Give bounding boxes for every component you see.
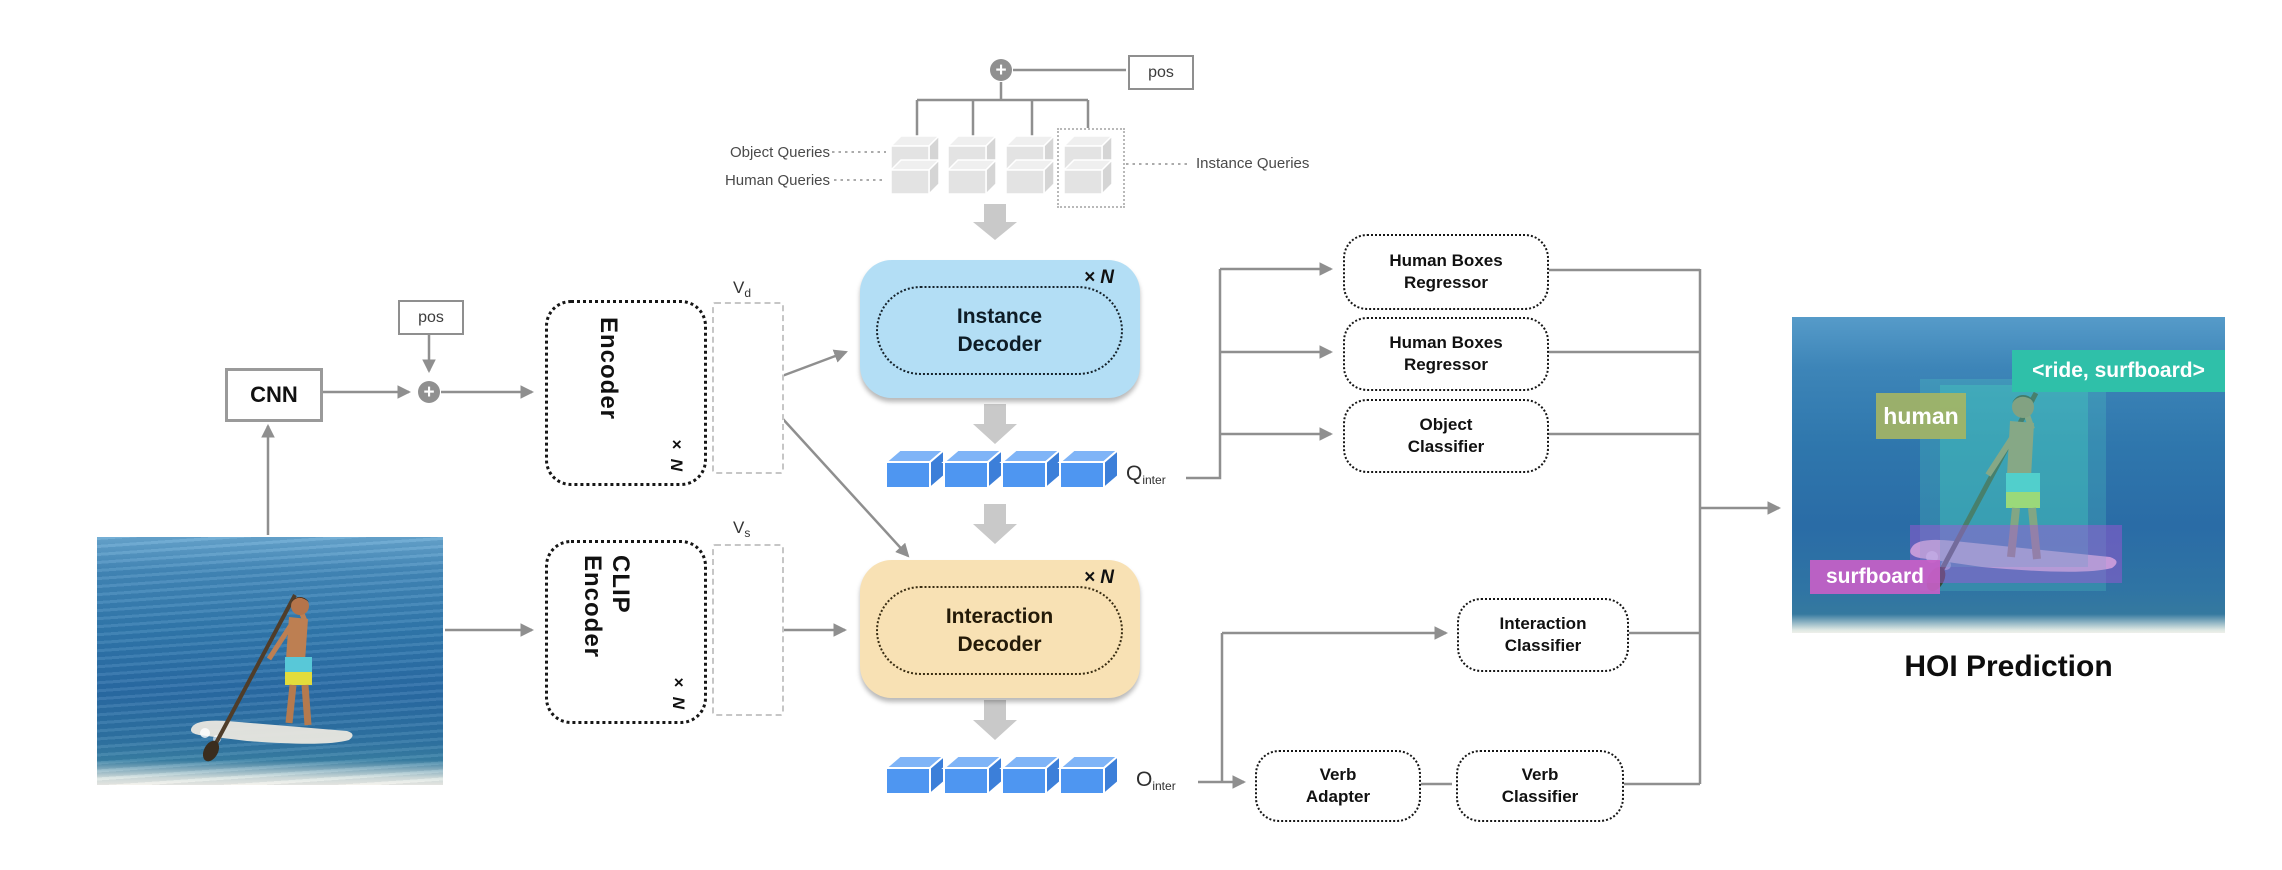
paddleboarder-figure [190, 594, 353, 762]
pos-box-top: pos [1128, 55, 1194, 90]
instance-decoder-mult: × N [1083, 267, 1114, 288]
verb-adapter: Verb Adapter [1255, 750, 1421, 822]
vd-base: V [733, 278, 745, 297]
human-tag: human [1876, 393, 1966, 439]
q-inter-base: Q [1126, 462, 1143, 485]
hoi-prediction-caption: HOI Prediction [1904, 650, 2113, 683]
cnn-label: CNN [250, 382, 298, 407]
instance-queries-selection-box [1057, 128, 1125, 208]
ocean-texture [97, 537, 443, 785]
surfboard-bbox-overlay [1910, 525, 2122, 583]
pos-box-backbone: pos [398, 300, 464, 335]
verb-classifier: Verb Classifier [1456, 750, 1624, 822]
object-queries-label: Object Queries [729, 144, 830, 161]
human-boxes-regressor-top: Human Boxes Regressor [1343, 234, 1549, 310]
instance-decoder-label: Instance Decoder [876, 286, 1123, 375]
vd-sub: d [744, 286, 752, 300]
interaction-decoder: × N Interaction Decoder [860, 560, 1140, 698]
o-inter-cubes [885, 755, 1119, 795]
hoi-prediction-image: <ride, surfboard> human surfboard [1792, 317, 2225, 633]
ride-surfboard-tag: <ride, surfboard> [2012, 350, 2225, 392]
q-inter-sub: inter [1142, 473, 1166, 487]
clip-encoder-label: CLIP Encoder [579, 555, 634, 659]
surfboard-tag: surfboard [1810, 560, 1940, 594]
add-icon: + [990, 59, 1012, 81]
pos-label-top: pos [1148, 63, 1174, 81]
encoder-box: Encoder × N [545, 300, 707, 486]
vd-label: Vd [733, 278, 751, 300]
paddleboarder-figure-output [1910, 391, 2117, 592]
vs-sub: s [744, 526, 751, 540]
o-inter-sub: inter [1152, 779, 1176, 793]
input-image [97, 537, 443, 785]
o-inter-label: Ointer [1136, 768, 1176, 793]
add-icon-backbone: + [418, 381, 440, 403]
clip-encoder-box: CLIP Encoder × N [545, 540, 707, 724]
interaction-decoder-mult: × N [1083, 567, 1114, 588]
vd-feature-stack-box [712, 302, 784, 474]
plus-glyph: + [995, 59, 1007, 81]
vs-label: Vs [733, 518, 750, 540]
interaction-classifier: Interaction Classifier [1457, 598, 1629, 672]
pos-label-backbone: pos [418, 308, 444, 326]
human-boxes-regressor-mid: Human Boxes Regressor [1343, 317, 1549, 391]
instance-queries-label: Instance Queries [1196, 155, 1310, 172]
encoder-mult-label: × N [667, 435, 686, 471]
cnn-box: CNN [225, 368, 323, 422]
query-leader-lines [832, 151, 1190, 181]
q-inter-cubes [885, 449, 1119, 489]
o-inter-base: O [1136, 768, 1153, 791]
q-inter-label: Qinter [1126, 462, 1166, 487]
plus-glyph-backbone: + [423, 381, 435, 403]
object-classifier: Object Classifier [1343, 399, 1549, 473]
clip-encoder-mult-label: × N [669, 673, 688, 709]
instance-decoder: × N Instance Decoder [860, 260, 1140, 398]
vs-feature-stack-box [712, 544, 784, 716]
interaction-decoder-label: Interaction Decoder [876, 586, 1123, 675]
human-queries-label: Human Queries [724, 172, 830, 189]
encoder-label: Encoder [595, 317, 622, 421]
vs-base: V [733, 518, 745, 537]
